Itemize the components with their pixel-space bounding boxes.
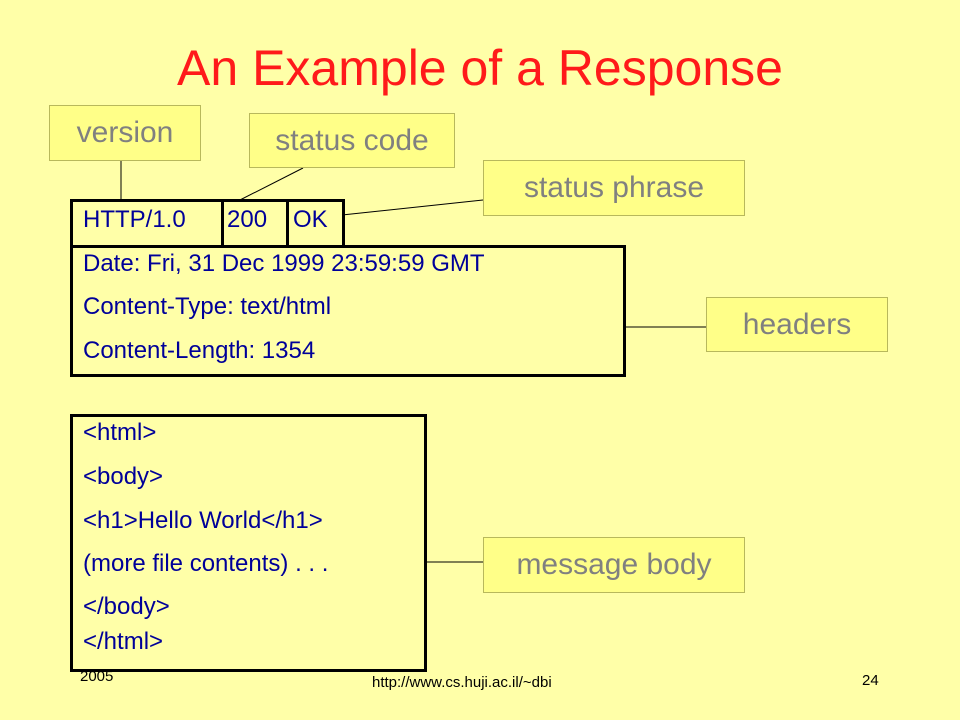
footer-year: 2005 <box>80 668 114 685</box>
message-body-callout: message body <box>483 537 745 593</box>
headers-callout: headers <box>706 297 888 352</box>
body-line: </html> <box>83 628 164 655</box>
headers-box <box>70 245 626 377</box>
body-line: <body> <box>83 463 164 490</box>
footer-url: http://www.cs.huji.ac.il/~dbi <box>372 674 552 691</box>
body-line: (more file contents) . . . <box>83 550 329 577</box>
body-line: </body> <box>83 593 170 620</box>
status-version: HTTP/1.0 <box>83 206 186 233</box>
body-line: <html> <box>83 419 157 446</box>
header-line: Date: Fri, 31 Dec 1999 23:59:59 GMT <box>83 250 485 277</box>
message-body-box <box>70 414 427 672</box>
status-phrase-connector <box>341 199 484 216</box>
status-code-callout: status code <box>249 113 455 168</box>
header-line: Content-Length: 1354 <box>83 337 316 364</box>
body-line: <h1>Hello World</h1> <box>83 507 323 534</box>
status-code-connector <box>237 167 304 202</box>
status-phrase-callout: status phrase <box>483 160 745 216</box>
header-line: Content-Type: text/html <box>83 293 332 320</box>
version-callout: version <box>49 105 201 161</box>
footer-page-number: 24 <box>862 672 879 689</box>
slide-title: An Example of a Response <box>177 40 783 96</box>
status-code: 200 <box>227 206 268 233</box>
status-phrase: OK <box>293 206 328 233</box>
